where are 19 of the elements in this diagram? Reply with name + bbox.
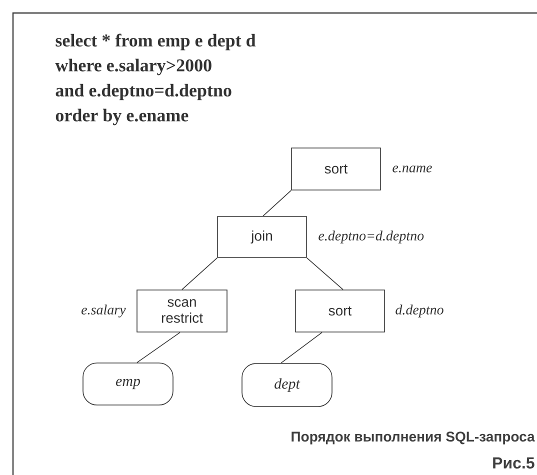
tree-line [262, 190, 292, 216]
query-line: select * from emp e dept d [56, 34, 256, 50]
query-line: and e.deptno=d.deptno [56, 84, 232, 100]
query-line: order by e.ename [56, 108, 188, 126]
operation-box: sort [291, 148, 381, 190]
tree-line [182, 258, 218, 290]
caption: Порядок выполнения SQL-запроса [292, 432, 535, 444]
condition-label: e.deptno=d.deptno [318, 230, 424, 244]
tree-line [306, 258, 344, 290]
operation-box: scan restrict [136, 290, 228, 332]
condition-label: d.deptno [396, 304, 444, 318]
condition-label: e.name [392, 166, 432, 172]
figure-number: Рис.5 [493, 457, 534, 469]
operation-box: join [217, 216, 307, 258]
tree-line [136, 332, 180, 363]
tree-line [280, 332, 322, 364]
condition-label: e.salary [82, 304, 126, 318]
operation-box: sort [295, 290, 385, 332]
query-line: where e.salary>2000 [55, 58, 212, 76]
